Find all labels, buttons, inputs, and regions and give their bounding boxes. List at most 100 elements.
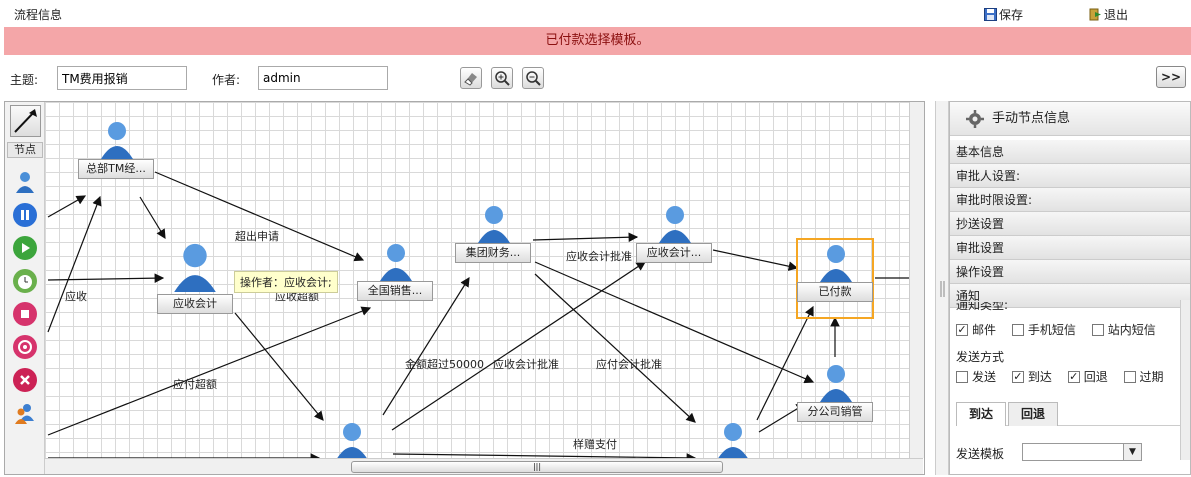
flow-grid[interactable]: 总部TM经... 应收会计 全国销售... 集团财务... 应收会计... 已付… <box>45 102 923 460</box>
section-approver-settings[interactable]: 审批人设置: <box>950 164 1190 188</box>
user-node-icon <box>820 245 852 282</box>
checkbox[interactable] <box>1091 323 1104 336</box>
pause-tool[interactable] <box>13 203 37 227</box>
flow-node[interactable]: 分公司销管 <box>797 362 873 422</box>
flow-edge <box>534 261 815 384</box>
panel-vertical-scrollbar[interactable] <box>1180 300 1190 460</box>
arrive-option[interactable]: ✓到达 <box>1011 369 1052 384</box>
node-label: 集团财务... <box>455 243 531 263</box>
zoom-out-icon <box>526 71 541 86</box>
checkbox[interactable]: ✓ <box>1011 369 1024 383</box>
flow-edge <box>756 305 814 421</box>
zoom-in-icon <box>495 71 510 86</box>
collapse-panel-button[interactable]: >> <box>1156 66 1186 88</box>
flow-edge <box>234 312 324 421</box>
flow-edge <box>392 453 697 458</box>
flow-node[interactable] <box>313 420 389 460</box>
group-users-tool[interactable] <box>13 401 37 425</box>
checkbox[interactable] <box>1123 370 1136 383</box>
grip-icon <box>940 281 945 297</box>
notify-email-option[interactable]: ✓邮件 <box>956 322 997 337</box>
checkbox[interactable] <box>1011 323 1024 336</box>
flow-edge <box>154 171 365 262</box>
user-node-tool[interactable] <box>13 170 37 194</box>
cancel-icon <box>20 375 30 385</box>
edge-label: 超出申请 <box>235 230 279 243</box>
flow-node[interactable]: 应收会计 <box>157 240 233 314</box>
edge-label: 金额超过50000 <box>405 358 484 371</box>
checkbox[interactable] <box>956 370 968 383</box>
author-label: 作者: <box>212 73 241 87</box>
target-tool[interactable] <box>13 335 37 359</box>
panel-title: 手动节点信息 <box>992 111 1071 126</box>
node-label: 分公司销管 <box>797 402 873 422</box>
canvas-horizontal-scrollbar[interactable]: ||| <box>45 458 923 474</box>
edge-label: 应收 <box>65 290 87 303</box>
section-approval-settings[interactable]: 审批设置 <box>950 236 1190 260</box>
notify-type-options: ✓邮件 手机短信 站内短信 <box>956 321 1168 338</box>
flow-node[interactable]: 全国销售... <box>357 241 433 301</box>
play-icon <box>22 243 30 253</box>
flow-node[interactable]: 集团财务... <box>455 203 531 263</box>
expire-option[interactable]: 过期 <box>1123 370 1164 384</box>
flow-node[interactable] <box>694 420 770 460</box>
send-option[interactable]: 发送 <box>956 370 996 384</box>
zoom-out-button[interactable] <box>522 67 544 89</box>
send-mode-options: 发送 ✓到达 ✓回退 过期 <box>956 368 1176 385</box>
section-approval-time-limit[interactable]: 审批时限设置: <box>950 188 1190 212</box>
save-label: 保存 <box>999 8 1024 22</box>
save-button[interactable]: 保存 <box>984 6 1023 23</box>
user-node-icon <box>336 423 368 460</box>
eraser-button[interactable] <box>460 67 482 89</box>
flow-edge <box>47 273 165 283</box>
chevron-down-icon[interactable]: ▼ <box>1123 444 1141 460</box>
checkbox[interactable]: ✓ <box>956 322 968 336</box>
scroll-thumb[interactable]: ||| <box>351 461 723 473</box>
checkbox[interactable]: ✓ <box>1067 369 1080 383</box>
canvas-vertical-scrollbar[interactable] <box>909 102 924 458</box>
node-label: 应收会计... <box>636 243 712 263</box>
gear-icon <box>966 110 984 128</box>
user-node-icon <box>659 206 691 243</box>
flow-node-selected[interactable]: 已付款 <box>797 242 873 302</box>
timer-tool[interactable] <box>13 269 37 293</box>
author-input[interactable] <box>258 66 388 90</box>
section-cc-settings[interactable]: 抄送设置 <box>950 212 1190 236</box>
subject-input[interactable] <box>57 66 187 90</box>
edge-label: 应付会计批准 <box>596 358 662 371</box>
connector-tool[interactable] <box>10 105 41 137</box>
flow-node[interactable]: 应收会计... <box>636 203 712 263</box>
zoom-in-button[interactable] <box>491 67 513 89</box>
page-title: 流程信息 <box>14 8 63 22</box>
rollback-option[interactable]: ✓回退 <box>1067 369 1108 384</box>
section-operation-settings[interactable]: 操作设置 <box>950 260 1190 284</box>
user-node-icon <box>380 244 412 281</box>
node-label: 总部TM经... <box>78 159 154 179</box>
tab-rollback[interactable]: 回退 <box>1008 402 1058 426</box>
subject-label: 主题: <box>10 73 39 87</box>
notify-sms-option[interactable]: 手机短信 <box>1011 323 1076 337</box>
notify-internal-option[interactable]: 站内短信 <box>1091 323 1156 337</box>
stop-icon <box>21 310 29 318</box>
flow-node[interactable]: 总部TM经... <box>78 119 154 179</box>
target-icon <box>18 340 32 354</box>
send-mode-label: 发送方式 <box>956 350 1005 364</box>
cancel-tool[interactable] <box>13 368 37 392</box>
section-basic-info[interactable]: 基本信息 <box>950 140 1190 164</box>
timer-icon <box>18 275 32 289</box>
section-notify[interactable]: 通知 <box>950 284 1190 308</box>
flow-edge <box>532 232 639 243</box>
flow-edge <box>47 195 87 218</box>
exit-button[interactable]: 退出 <box>1089 6 1128 23</box>
play-tool[interactable] <box>13 236 37 260</box>
stop-tool[interactable] <box>13 302 37 326</box>
template-select[interactable]: ▼ <box>1022 443 1142 461</box>
panel-splitter[interactable] <box>935 101 949 475</box>
node-label: 已付款 <box>797 282 873 302</box>
edge-layer <box>47 171 923 458</box>
tab-arrive[interactable]: 到达 <box>956 402 1006 426</box>
node-info-panel: 手动节点信息 基本信息 审批人设置: 审批时限设置: 抄送设置 审批设置 操作设… <box>949 101 1191 475</box>
top-bar: 流程信息 保存 退出 <box>0 0 1191 26</box>
exit-label: 退出 <box>1104 8 1129 22</box>
edge-label: 样赠支付 <box>573 438 617 451</box>
